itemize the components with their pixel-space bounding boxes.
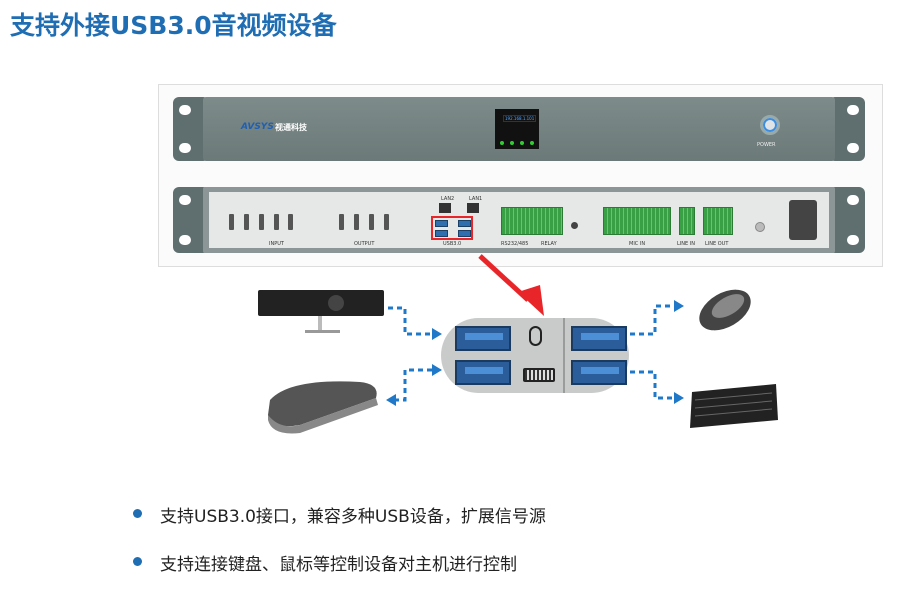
mouse-symbol-icon [529,326,542,346]
keyboard-icon [690,384,778,428]
red-arrow-icon [518,285,544,316]
speakerphone-icon [268,381,378,434]
power-label: POWER [757,142,776,148]
usb-highlight [431,216,473,240]
device-photo: AVSYS 视通科技 192.168.1.101 POWER INPUT OUT… [158,84,883,267]
front-panel: AVSYS 视通科技 192.168.1.101 POWER [173,97,865,161]
brand-logo: AVSYS [241,122,274,132]
feature-1: 支持USB3.0接口，兼容多种USB设备，扩展信号源 [160,507,546,527]
keyboard-symbol-icon [523,368,555,382]
bullet-icon [133,509,142,518]
status-display: 192.168.1.101 [495,109,539,149]
camera-icon [258,290,384,333]
page-title: 支持外接USB3.0音视频设备 [10,11,337,40]
power-socket [789,200,817,240]
usb-hub-closeup [441,318,629,393]
brand-name: 视通科技 [275,123,307,132]
power-button[interactable] [760,115,780,135]
bullet-icon [133,557,142,566]
mouse-icon [699,289,751,331]
ip-readout: 192.168.1.101 [503,115,537,122]
feature-2: 支持连接键盘、鼠标等控制设备对主机进行控制 [160,555,517,575]
rear-panel: INPUT OUTPUT LAN2 LAN1 USB3.0 RS232/485 … [173,187,865,253]
